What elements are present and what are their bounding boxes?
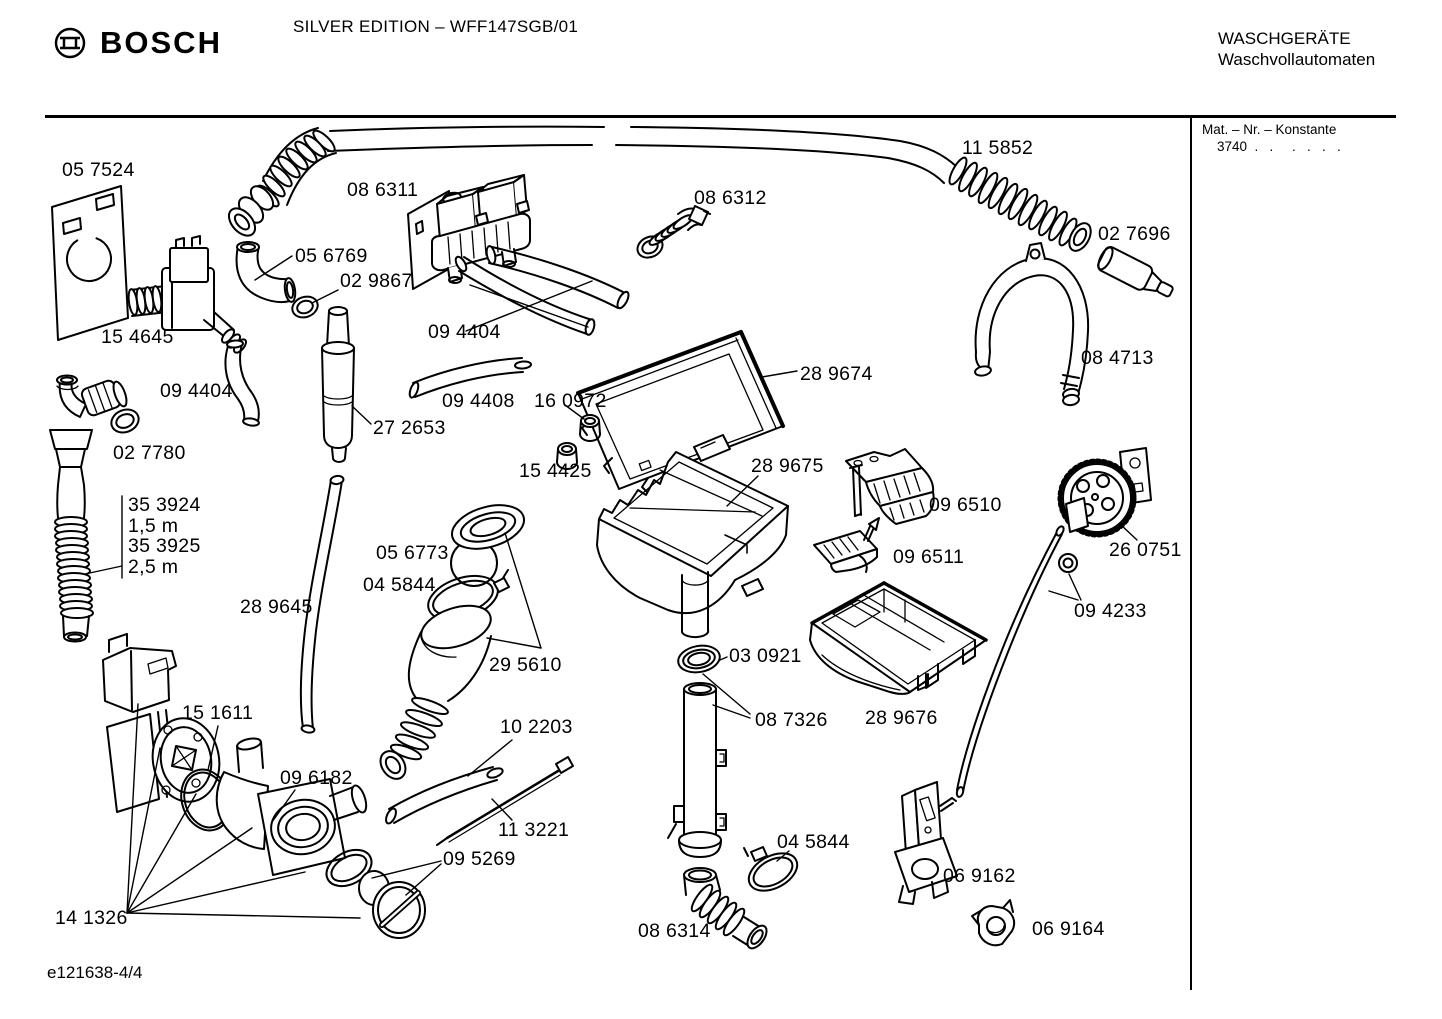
part-label-03-0921: 03 0921 (729, 645, 802, 667)
drawing-pressure-hose (955, 525, 1065, 798)
drawing-seal-03-0921 (677, 644, 721, 674)
drawing-ring-02-7780 (110, 408, 140, 434)
drawing-drawer-28-9676 (809, 581, 988, 695)
part-label-09-4404-b: 09 4404 (428, 321, 501, 343)
department-line: WASCHGERÄTE (1218, 29, 1351, 48)
part-label-14-1326: 14 1326 (55, 907, 128, 929)
header-rule (45, 115, 1396, 118)
part-label-28-9676: 28 9676 (865, 707, 938, 729)
part-label-08-6311: 08 6311 (347, 179, 419, 201)
drawing-plate-05-7524 (51, 185, 129, 341)
part-label-28-9674: 28 9674 (800, 363, 873, 385)
part-label-16-0972: 16 0972 (534, 390, 607, 412)
part-label-09-4408: 09 4408 (442, 390, 515, 412)
drawing-tube-27-2653 (321, 306, 355, 463)
part-label-35-3924: 35 3924 (128, 494, 201, 516)
part-label-35-3925: 35 3925 (128, 535, 201, 557)
part-label-04-5844-a: 04 5844 (363, 574, 436, 596)
mat-nr-konstante-label: Mat. – Nr. – Konstante (1202, 122, 1337, 137)
part-label-27-2653: 27 2653 (373, 417, 446, 439)
part-label-15-4425: 15 4425 (519, 460, 592, 482)
drawing-solenoid-valve-08-6311 (407, 174, 531, 290)
part-label-09-5269: 09 5269 (443, 848, 516, 870)
part-label-29-5610: 29 5610 (489, 654, 562, 676)
part-label-08-6314: 08 6314 (638, 920, 711, 942)
part-label-35-3925-len: 2,5 m (128, 556, 179, 578)
drawing-lid-28-9674 (576, 330, 785, 494)
drawing-hoses-09-4404 (454, 245, 630, 336)
part-label-02-7696: 02 7696 (1098, 223, 1171, 245)
drawing-drain-hose-11-5852 (227, 125, 1092, 252)
drawing-hose-10-2203 (385, 766, 504, 825)
department-subline: Waschvollautomaten (1218, 50, 1376, 69)
page-title: SILVER EDITION – WFF147SGB/01 (293, 17, 579, 36)
part-label-11-5852: 11 5852 (962, 137, 1034, 159)
part-label-28-9675: 28 9675 (751, 455, 824, 477)
part-label-08-7326: 08 7326 (755, 709, 828, 731)
drawing-housing-28-9675 (596, 451, 789, 639)
part-label-05-6769: 05 6769 (295, 245, 368, 267)
part-label-09-6510: 09 6510 (929, 494, 1002, 516)
drawing-ring-02-9867 (291, 295, 319, 319)
drawing-hose-09-4404-left (224, 339, 260, 427)
drawing-plug-06-9164 (971, 899, 1016, 947)
drawing-inlet-elbow-nut (56, 374, 128, 418)
drawing-part-09-6511 (813, 517, 880, 573)
part-label-09-6182: 09 6182 (280, 767, 353, 789)
drawing-grommet-09-4233 (1058, 553, 1078, 573)
part-label-04-5844-b: 04 5844 (777, 831, 850, 853)
info-divider-rule (1190, 115, 1192, 990)
mat-nr-konstante-value: 3740 . . . . . . (1202, 139, 1341, 154)
drawing-elbow-08-6312 (636, 205, 711, 259)
part-label-09-6511: 09 6511 (893, 546, 965, 568)
part-label-15-4645: 15 4645 (101, 326, 174, 348)
brand-text: BOSCH (100, 25, 222, 60)
part-label-08-4713: 08 4713 (1081, 347, 1154, 369)
part-label-06-9164: 06 9164 (1032, 918, 1105, 940)
drawing-hose-28-9645 (299, 474, 345, 734)
part-label-09-4404-a: 09 4404 (160, 380, 233, 402)
drawing-bushing-16-0972 (579, 414, 601, 442)
drawing-bracket-06-9162 (894, 781, 958, 905)
part-label-28-9645: 28 9645 (240, 596, 313, 618)
drawing-cable-tie-11-3221 (436, 756, 574, 846)
part-label-05-6773: 05 6773 (376, 542, 449, 564)
drawing-cap-02-7696 (1097, 246, 1174, 298)
part-label-11-3221: 11 3221 (498, 819, 570, 841)
doc-number: e121638-4/4 (47, 963, 143, 982)
part-label-15-1611: 15 1611 (182, 702, 254, 724)
drawing-funnel-29-5610 (379, 504, 525, 780)
bosch-logo-icon (52, 25, 88, 61)
part-label-02-9867: 02 9867 (340, 270, 413, 292)
part-label-10-2203: 10 2203 (500, 716, 573, 738)
part-label-02-7780: 02 7780 (113, 442, 186, 464)
leader-lines (84, 255, 1138, 919)
department-block: WASCHGERÄTE Waschvollautomaten (1218, 28, 1375, 70)
drawing-pressure-switch-26-0751 (1057, 447, 1152, 538)
drawing-pump-housing-09-6182 (215, 737, 368, 876)
drawing-part-09-6510 (845, 448, 935, 525)
part-label-09-4233: 09 4233 (1074, 600, 1147, 622)
part-label-35-3924-len: 1,5 m (128, 515, 179, 537)
drawing-pump-seal-ring (325, 848, 373, 888)
drawing-pump-cover (102, 633, 177, 713)
drawing-clamp-04-5844-lower (743, 846, 799, 892)
drawing-inlet-hose-35-39xx (49, 429, 94, 643)
part-label-08-6312: 08 6312 (694, 187, 767, 209)
drawing-elbow-08-6314 (683, 867, 768, 950)
drawing-hook-08-4713 (974, 242, 1090, 407)
drawing-hose-09-4408 (408, 357, 532, 399)
drawing-bushing-15-4425 (556, 442, 578, 470)
drawing-filter-09-5269 (358, 870, 426, 939)
part-label-26-0751: 26 0751 (1109, 539, 1182, 561)
drawing-standpipe-08-7326 (667, 682, 727, 858)
drawing-pump-motor (106, 709, 221, 813)
part-label-06-9162: 06 9162 (943, 865, 1016, 887)
part-label-05-7524: 05 7524 (62, 159, 135, 181)
